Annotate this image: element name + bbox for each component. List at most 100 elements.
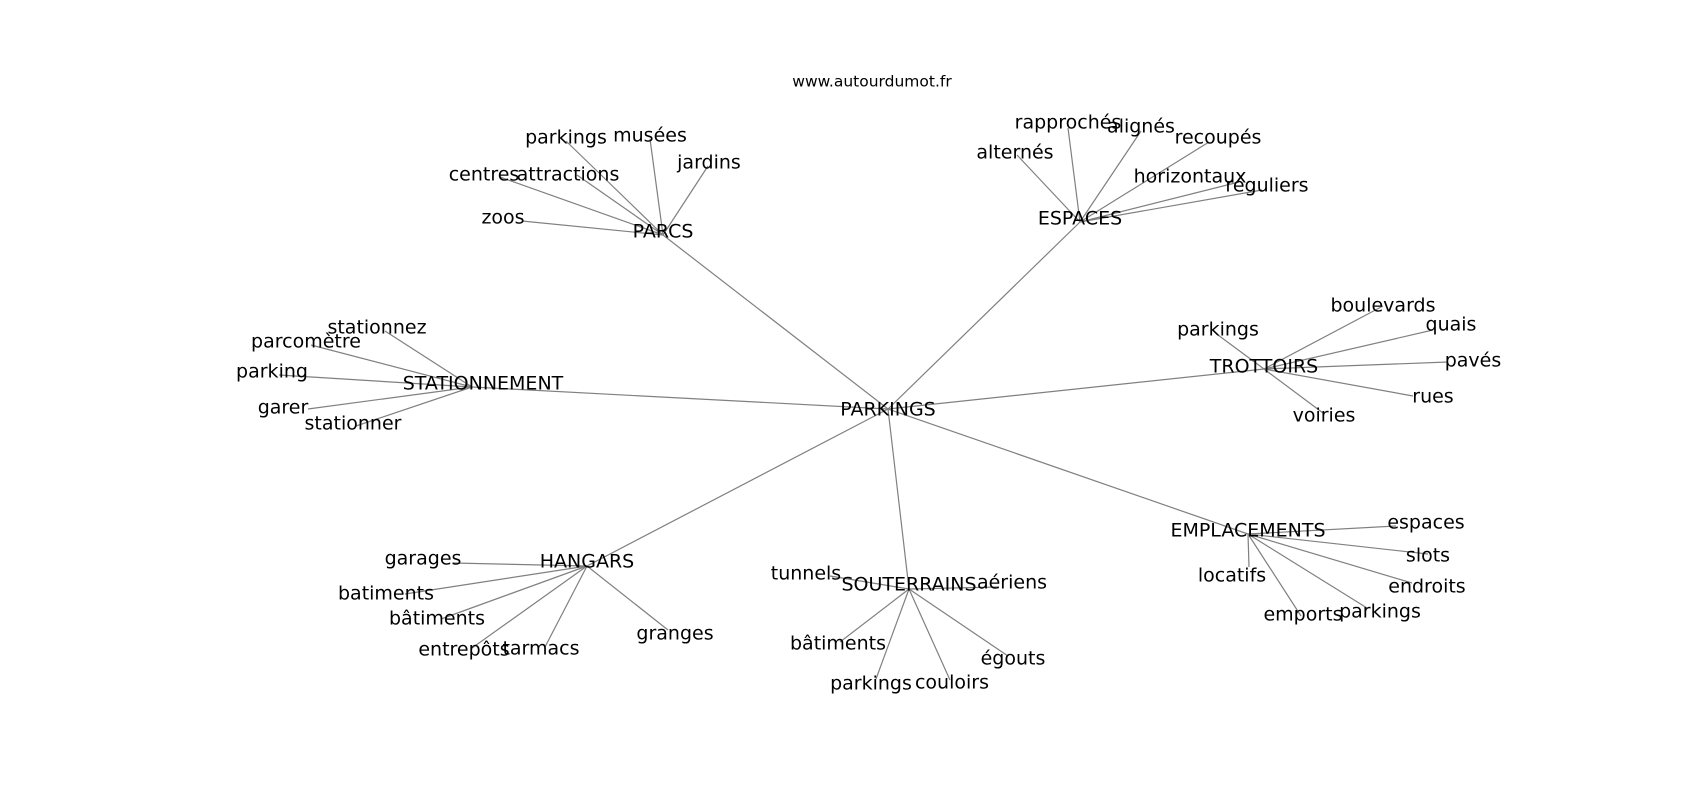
edge-souterrains-aeriens-1 bbox=[908, 586, 999, 590]
leaf-node-label-espaces-reguliers: réguliers bbox=[1225, 175, 1308, 197]
leaf-node-label-hangars-entrepots: entrepôts bbox=[418, 639, 509, 661]
edge-parcs-jardins-5 bbox=[662, 165, 709, 236]
edge-hangars-entrepots-3 bbox=[471, 565, 588, 649]
edge-hangars-batiments-1 bbox=[404, 565, 588, 595]
leaf-node-label-souterrains-parkings: parkings bbox=[830, 673, 912, 695]
leaf-node-label-emplacements-endroits: endroits bbox=[1388, 576, 1465, 598]
edge-stationnement-parcometre-1 bbox=[310, 344, 473, 388]
edge-stationnement-stationner-4 bbox=[355, 386, 473, 427]
leaf-node-label-stationnement-stationner: stationner bbox=[305, 413, 402, 435]
edge-parcs-musees-4 bbox=[649, 138, 664, 236]
edge-hangars-granges-5 bbox=[586, 565, 669, 631]
edge-souterrains-batiments-2 bbox=[839, 588, 910, 643]
edge-root-stationnement bbox=[471, 386, 889, 410]
leaf-node-label-trottoirs-paves: pavés bbox=[1445, 350, 1502, 372]
edge-parcs-centres-1 bbox=[499, 176, 664, 236]
edge-emplacements-emports-4 bbox=[1247, 533, 1302, 617]
edge-emplacements-slots-1 bbox=[1247, 533, 1429, 555]
leaf-node-label-hangars-batiments: bâtiments bbox=[389, 608, 485, 630]
edge-espaces-horizontaux-4 bbox=[1079, 181, 1240, 223]
leaf-node-label-parcs-parkings: parkings bbox=[525, 127, 607, 149]
graph-edges bbox=[278, 127, 1449, 681]
edge-emplacements-parkings-3 bbox=[1247, 533, 1368, 609]
leaf-node-label-espaces-rapproches: rapprochés bbox=[1015, 112, 1122, 134]
leaf-node-label-souterrains-tunnels: tunnels bbox=[771, 563, 841, 585]
edge-trottoirs-voiries-5 bbox=[1263, 368, 1324, 414]
leaf-node-label-hangars-tarmacs: tarmacs bbox=[502, 638, 579, 660]
site-url: www.autourdumot.fr bbox=[792, 73, 952, 91]
hub-node-label-hangars: HANGARS bbox=[540, 551, 634, 573]
leaf-node-label-hangars-batiments: batiments bbox=[338, 583, 434, 605]
edge-hangars-batiments-2 bbox=[440, 565, 588, 620]
leaf-node-label-emplacements-parkings: parkings bbox=[1339, 601, 1421, 623]
edge-parcs-zoos-0 bbox=[521, 220, 664, 236]
edge-espaces-alternes-0 bbox=[1016, 154, 1081, 223]
edge-stationnement-parking-2 bbox=[278, 374, 473, 388]
leaf-node-label-emplacements-espaces: espaces bbox=[1387, 512, 1464, 534]
root-node-label: PARKINGS bbox=[840, 399, 936, 421]
leaf-node-label-trottoirs-boulevards: boulevards bbox=[1330, 295, 1435, 317]
leaf-node-label-stationnement-stationnez: stationnez bbox=[327, 317, 426, 339]
edge-parcs-parkings-3 bbox=[565, 140, 664, 236]
leaf-node-label-souterrains-egouts: égouts bbox=[981, 648, 1046, 670]
edge-root-souterrains bbox=[887, 408, 910, 590]
leaf-node-label-espaces-recoupes: recoupés bbox=[1175, 127, 1262, 149]
edge-stationnement-garer-3 bbox=[307, 386, 473, 410]
edge-root-emplacements bbox=[887, 408, 1249, 535]
edge-trottoirs-quais-2 bbox=[1263, 329, 1434, 370]
leaf-node-label-stationnement-parcometre: parcomètre bbox=[251, 331, 361, 353]
edge-trottoirs-paves-3 bbox=[1263, 361, 1449, 370]
leaf-node-label-emplacements-emports: emports bbox=[1263, 604, 1342, 626]
leaf-node-label-trottoirs-parkings: parkings bbox=[1177, 319, 1259, 341]
leaf-node-label-trottoirs-quais: quais bbox=[1426, 314, 1477, 336]
leaf-node-label-espaces-alignes: alignés bbox=[1107, 116, 1175, 138]
hub-node-label-emplacements: EMPLACEMENTS bbox=[1170, 520, 1325, 542]
leaf-node-label-parcs-jardins: jardins bbox=[676, 152, 741, 174]
edge-souterrains-parkings-3 bbox=[875, 588, 910, 680]
graph-labels: PARKINGSPARCSzooscentresattractionsparki… bbox=[236, 112, 1501, 695]
hub-node-label-parcs: PARCS bbox=[633, 221, 694, 243]
edge-espaces-alignes-2 bbox=[1079, 130, 1142, 223]
edge-trottoirs-rues-4 bbox=[1263, 368, 1414, 397]
edge-trottoirs-parkings-0 bbox=[1217, 334, 1265, 370]
leaf-node-label-parcs-centres: centres bbox=[449, 164, 520, 186]
leaf-node-label-espaces-horizontaux: horizontaux bbox=[1134, 166, 1247, 188]
edge-root-espaces bbox=[887, 221, 1081, 410]
leaf-node-label-parcs-attractions: attractions bbox=[517, 164, 620, 186]
leaf-node-label-hangars-garages: garages bbox=[385, 548, 462, 570]
edge-stationnement-stationnez-0 bbox=[384, 330, 473, 388]
hub-node-label-souterrains: SOUTERRAINS bbox=[841, 574, 976, 596]
edge-hangars-tarmacs-4 bbox=[544, 565, 588, 648]
edge-parcs-attractions-2 bbox=[576, 174, 664, 236]
leaf-node-label-trottoirs-voiries: voiries bbox=[1293, 405, 1356, 427]
edge-root-hangars bbox=[586, 408, 889, 567]
edge-souterrains-tunnels-0 bbox=[829, 575, 910, 590]
leaf-node-label-hangars-granges: granges bbox=[636, 623, 713, 645]
leaf-node-label-emplacements-slots: slots bbox=[1406, 545, 1450, 567]
edge-trottoirs-boulevards-1 bbox=[1263, 305, 1384, 370]
leaf-node-label-souterrains-couloirs: couloirs bbox=[915, 672, 989, 694]
edge-emplacements-endroits-2 bbox=[1247, 533, 1413, 584]
leaf-node-label-souterrains-batiments: bâtiments bbox=[790, 633, 886, 655]
leaf-node-label-stationnement-parking: parking bbox=[236, 361, 308, 383]
edge-souterrains-egouts-5 bbox=[908, 588, 1009, 657]
leaf-node-label-souterrains-aeriens: aériens bbox=[977, 572, 1047, 594]
edge-souterrains-couloirs-4 bbox=[908, 588, 951, 681]
edge-espaces-reguliers-5 bbox=[1079, 189, 1263, 223]
leaf-node-label-trottoirs-rues: rues bbox=[1412, 386, 1453, 408]
edge-root-trottoirs bbox=[887, 368, 1265, 410]
leaf-node-label-espaces-alternes: alternés bbox=[976, 142, 1053, 164]
edge-hangars-garages-0 bbox=[452, 562, 588, 567]
edge-espaces-recoupes-3 bbox=[1079, 141, 1210, 223]
leaf-node-label-parcs-musees: musées bbox=[613, 125, 687, 147]
hub-node-label-trottoirs: TROTTOIRS bbox=[1209, 356, 1318, 378]
edge-emplacements-locatifs-5 bbox=[1247, 533, 1250, 568]
hub-node-label-stationnement: STATIONNEMENT bbox=[403, 373, 564, 395]
hub-node-label-espaces: ESPACES bbox=[1038, 208, 1122, 230]
leaf-node-label-emplacements-locatifs: locatifs bbox=[1198, 565, 1266, 587]
edge-espaces-rapproches-1 bbox=[1067, 127, 1081, 223]
leaf-node-label-stationnement-garer: garer bbox=[258, 397, 309, 419]
edge-root-parcs bbox=[662, 234, 889, 410]
edge-emplacements-espaces-0 bbox=[1247, 525, 1397, 535]
